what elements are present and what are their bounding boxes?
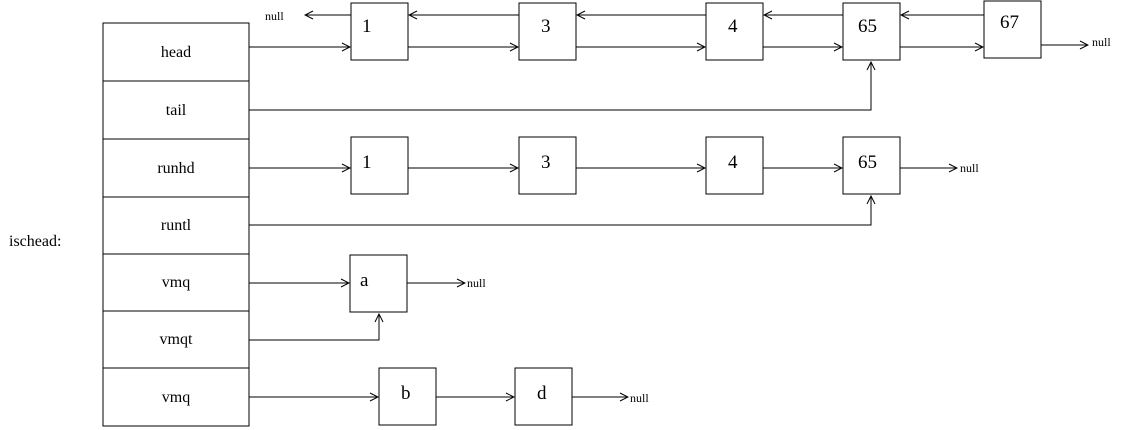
node-label: 4 <box>728 16 738 37</box>
vmq-list: a null <box>249 254 486 341</box>
list-node <box>350 2 409 61</box>
list-node <box>378 367 437 426</box>
node-label: b <box>401 383 411 404</box>
node-label: 1 <box>362 16 372 37</box>
field-runhd-label: runhd <box>157 160 194 177</box>
field-vmqt-label: vmqt <box>160 331 193 348</box>
field-tail-box <box>102 80 250 140</box>
field-vmqt-box <box>102 310 250 369</box>
list-node <box>518 2 577 61</box>
runtl-pointer-arrow <box>249 196 871 226</box>
vmqt-pointer-arrow <box>249 314 379 341</box>
field-runtl-box <box>102 196 250 255</box>
null-label: null <box>960 161 979 175</box>
field-head-label: head <box>161 44 191 61</box>
run-list: 1 3 4 65 null <box>249 136 979 226</box>
list-node <box>705 2 764 61</box>
tail-pointer-arrow <box>249 62 871 111</box>
list-node <box>350 136 409 195</box>
list-node <box>514 367 573 426</box>
field-head-box <box>102 22 250 82</box>
node-label: 3 <box>541 16 551 37</box>
field-vmq-box <box>102 253 250 312</box>
field-tail-label: tail <box>166 102 187 119</box>
vmq2-list: b d null <box>249 367 649 426</box>
null-label: null <box>467 276 486 290</box>
field-vmq2-label: vmq <box>162 389 190 406</box>
field-runtl-label: runtl <box>161 217 192 234</box>
field-runhd-box <box>102 138 250 198</box>
node-label: 67 <box>1000 12 1019 33</box>
node-label: 65 <box>858 16 877 37</box>
field-vmq2-box <box>102 367 250 427</box>
null-label: null <box>1092 35 1111 49</box>
struct-fields: head tail runhd runtl vmq vmqt vmq <box>102 22 250 427</box>
list-node <box>842 136 901 195</box>
node-label: 65 <box>858 152 877 173</box>
node-label: 4 <box>728 152 738 173</box>
node-label: d <box>537 383 547 404</box>
struct-label: ischead: <box>9 233 61 250</box>
list-node <box>349 254 408 313</box>
list-node <box>842 2 901 61</box>
node-label: 1 <box>362 152 372 173</box>
list-node <box>518 136 577 195</box>
null-label: null <box>630 391 649 405</box>
node-label: 3 <box>541 152 551 173</box>
field-vmq-label: vmq <box>162 274 190 291</box>
list-node <box>705 136 764 195</box>
main-list: 1 3 4 65 67 null null <box>249 0 1111 111</box>
list-node <box>983 0 1042 59</box>
null-label: null <box>265 9 284 23</box>
node-label: a <box>360 270 369 291</box>
